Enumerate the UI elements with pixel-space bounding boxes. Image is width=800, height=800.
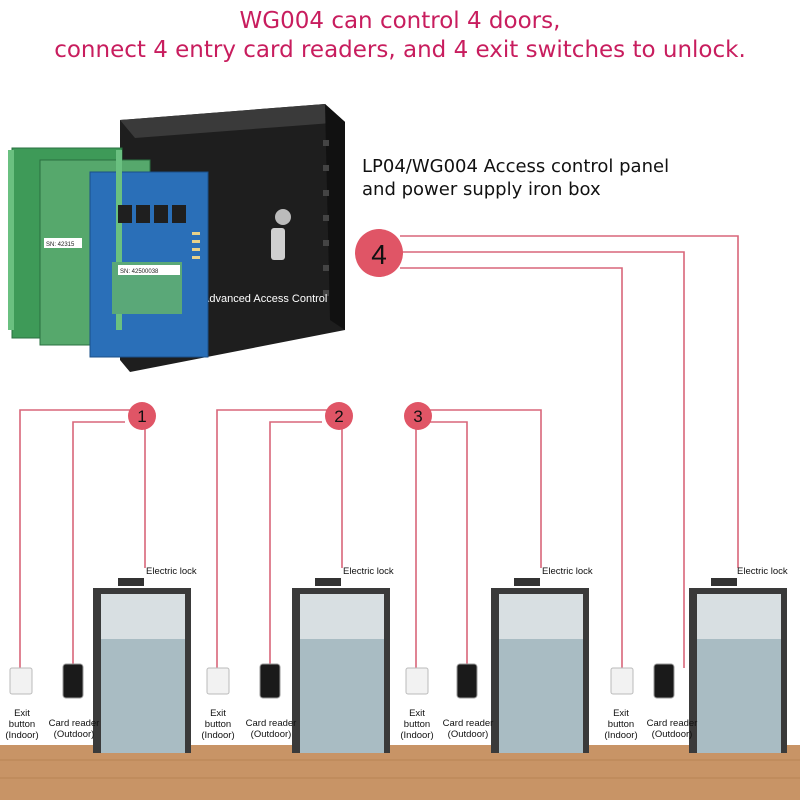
door-3-number: 3 [413,407,422,426]
door-1-marker: 1 [128,402,156,430]
lock-label-3: Electric lock [542,566,593,577]
exit-button-label-2: Exit button (Indoor) [196,708,240,741]
reader-label-line-1: Card reader [48,718,100,729]
lock-label-1: Electric lock [146,566,197,577]
exit-label-line-1: Exit button [8,708,36,730]
electric-lock-3 [514,578,540,586]
door-4 [610,578,787,753]
exit-label-line-2: (Indoor) [400,730,434,741]
exit-label-line-2: (Indoor) [5,730,39,741]
card-reader-3 [456,663,478,699]
reader-label-line-2: (Outdoor) [53,729,95,740]
door-4-marker: 4 [355,229,403,277]
board-serial-1: SN: 42315 [46,242,75,248]
exit-button-4 [610,667,634,695]
electric-lock-2 [315,578,341,586]
door-2-marker: 2 [325,402,353,430]
door-3 [405,578,589,753]
exit-button-3 [405,667,429,695]
exit-button-label-3: Exit button (Indoor) [395,708,439,741]
panel-label-line-2: and power supply iron box [362,179,601,200]
card-reader-2 [259,663,281,699]
exit-label-line-1: Exit button [403,708,431,730]
reader-label-line-1: Card reader [442,718,494,729]
reader-label-3: Card reader (Outdoor) [442,718,494,740]
exit-button-2 [206,667,230,695]
exit-button-label-1: Exit button (Indoor) [0,708,44,741]
wiring [19,235,739,678]
lock-keyhole [275,209,291,225]
door-2-number: 2 [334,407,343,426]
reader-label-line-1: Card reader [245,718,297,729]
electric-lock-4 [711,578,737,586]
exit-label-line-1: Exit button [607,708,635,730]
reader-label-line-1: Card reader [646,718,698,729]
door-4-number: 4 [371,239,387,270]
electric-lock-1 [118,578,144,586]
door-3-marker: 3 [404,402,432,430]
exit-label-line-2: (Indoor) [604,730,638,741]
lock-label-4: Electric lock [737,566,788,577]
reader-label-line-2: (Outdoor) [447,729,489,740]
card-reader-4 [653,663,675,699]
door-1 [9,578,191,753]
panel-label: LP04/WG004 Access control panel and powe… [362,155,669,201]
reader-label-line-2: (Outdoor) [651,729,693,740]
exit-label-line-1: Exit button [204,708,232,730]
reader-label-1: Card reader (Outdoor) [48,718,100,740]
exit-button-label-4: Exit button (Indoor) [599,708,643,741]
reader-label-2: Card reader (Outdoor) [245,718,297,740]
title-line-2: connect 4 entry card readers, and 4 exit… [54,37,746,63]
panel-label-line-1: LP04/WG004 Access control panel [362,156,670,177]
board-serial-2: SN: 42500038 [120,269,159,275]
door-2 [206,578,390,753]
exit-button-1 [9,667,33,695]
reader-label-line-2: (Outdoor) [250,729,292,740]
lock-label-2: Electric lock [343,566,394,577]
wooden-floor [0,745,800,800]
reader-label-4: Card reader (Outdoor) [646,718,698,740]
exit-label-line-2: (Indoor) [201,730,235,741]
card-reader-1 [62,663,84,699]
title-line-1: WG004 can control 4 doors, [239,8,561,34]
door-1-number: 1 [137,407,146,426]
key [271,228,285,260]
box-brand-text: Advanced Access Control [202,293,327,305]
access-control-boards [8,147,209,358]
